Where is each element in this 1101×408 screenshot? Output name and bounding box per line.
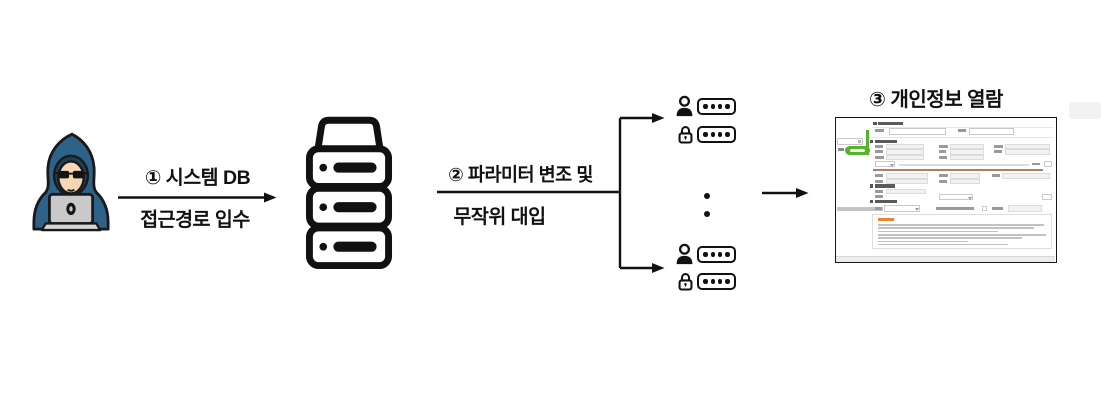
green-submit-button [845,145,870,155]
ellipsis-dot [704,211,710,217]
section-header-3 [874,184,895,188]
lock-icon [678,126,693,144]
section-header-2 [874,139,897,143]
sunglasses-icon [54,170,88,179]
section-header-1 [878,121,903,125]
step1-label-top: ① 시스템 DB [144,167,251,189]
dropdown-skeleton [939,194,973,200]
dropdown-skeleton [884,205,920,212]
button-label-bar [850,148,865,152]
ellipsis-dot [704,193,710,199]
input-skeleton [889,127,946,135]
slider-line [899,164,1029,166]
lock-icon [678,273,693,291]
divider [872,136,1053,138]
step2-label-top: ② 파라미터 변조 및 [448,164,593,185]
section-header-4 [874,199,897,203]
input-skeleton [969,127,1014,135]
step1-label-bottom: 접근경로 입수 [140,209,250,231]
hacker-icon [32,132,110,232]
sidebar-search-input [837,138,863,145]
section-bullet [869,139,873,143]
password-field [697,246,736,263]
step2-label-bottom: 무작위 대입 [453,206,546,228]
divider [872,126,1053,128]
notice-header [878,217,894,221]
personal-info-form-screenshot [835,117,1057,263]
sidebar-label [838,148,844,151]
page-footer-bar [836,255,1055,262]
branch-line [437,118,622,268]
sidebar-note-text [837,207,883,211]
field-label [958,129,966,132]
checkbox-skeleton [982,206,987,211]
password-field [697,273,736,290]
faint-highlight-artifact [1069,102,1101,119]
search-icon [858,140,861,143]
section-bullet [873,121,877,125]
section-bullet [869,199,873,203]
password-field [697,98,736,115]
user-icon [676,243,693,265]
section-bullet [869,184,873,188]
highlighted-notice-text [873,168,1043,171]
dropdown-skeleton [875,161,895,167]
notice-box [872,213,1052,249]
password-field [697,126,736,143]
step3-title: ③ 개인정보 열람 [869,89,1003,111]
field-label [875,129,884,132]
user-icon [676,95,693,117]
server-icon [305,116,393,270]
green-accent-bar [865,130,869,155]
